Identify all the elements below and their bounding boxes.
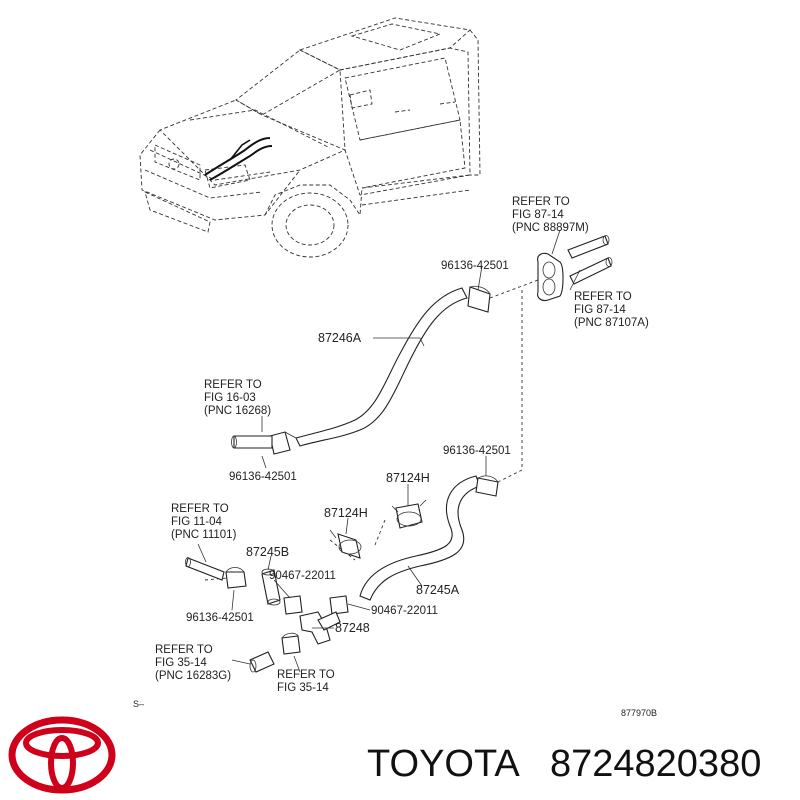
label-valve-upper: 87124H (386, 471, 430, 485)
callout-line-2: FIG 87-14 (574, 304, 626, 316)
callout-line-3: (PNC 16283G) (155, 670, 231, 682)
label-clamp-bottom: 96136-42501 (186, 612, 254, 624)
callout-line-2: FIG 16-03 (204, 392, 256, 404)
callout-refer-35-14: REFER TO FIG 35-14 (277, 669, 335, 694)
engine-bay-hoses (204, 137, 273, 181)
callout-line-1: REFER TO (512, 196, 570, 208)
clip-90467-right (329, 595, 371, 615)
callout-refer-87107a: REFER TO FIG 87-14 (PNC 87107A) (574, 291, 649, 329)
hose-87246a (231, 285, 491, 455)
hose-87245a (359, 475, 499, 601)
callout-line-3: (PNC 88897M) (512, 222, 589, 234)
heater-core-connector (537, 229, 613, 302)
callout-line-1: REFER TO (574, 291, 632, 303)
leader-lines (197, 265, 487, 673)
label-clamp-left: 96136-42501 (229, 471, 297, 483)
label-valve-lower: 87124H (324, 506, 368, 520)
label-clip-right: 90467-22011 (371, 605, 438, 617)
stub-hose-bottom (249, 651, 275, 673)
callout-line-3: (PNC 16268) (204, 405, 271, 417)
toyota-logo-icon (8, 716, 116, 794)
clamp-bottom (281, 632, 301, 655)
clamp-left-lower (185, 557, 247, 589)
callout-line-1: REFER TO (171, 503, 229, 515)
label-hose-87245b: 87245B (246, 545, 289, 559)
callout-line-2: FIG 11-04 (171, 516, 223, 528)
drawing-number: 877970B (621, 708, 657, 718)
clip-90467-left (283, 595, 303, 615)
callout-line-1: REFER TO (204, 379, 262, 391)
callout-line-2: FIG 35-14 (155, 657, 207, 669)
label-clamp-mid: 96136-42501 (443, 445, 511, 457)
label-clamp-top: 96136-42501 (441, 260, 509, 272)
label-clip-left: 90467-22011 (269, 570, 336, 582)
callout-refer-11101: REFER TO FIG 11-04 (PNC 11101) (171, 503, 237, 541)
callout-line-3: (PNC 11101) (171, 529, 237, 541)
callout-refer-16283g: REFER TO FIG 35-14 (PNC 16283G) (155, 644, 231, 682)
callout-line-1: REFER TO (277, 669, 335, 681)
callout-line-3: (PNC 87107A) (574, 317, 649, 329)
label-hose-87245a: 87245A (416, 583, 460, 597)
callout-line-1: REFER TO (155, 644, 213, 656)
label-hose-87246a: 87246A (318, 331, 362, 345)
water-valve-lower (329, 529, 362, 559)
brand-name: TOYOTA (367, 743, 520, 785)
part-number: 8724820380 (550, 743, 761, 785)
callout-refer-88897m: REFER TO FIG 87-14 (PNC 88897M) (512, 196, 589, 234)
assembly-dash-lines (204, 279, 539, 581)
section-mark: S– (133, 699, 144, 709)
label-joint-87248: 87248 (335, 621, 370, 635)
callout-line-2: FIG 87-14 (512, 209, 564, 221)
callout-refer-16268: REFER TO FIG 16-03 (PNC 16268) (204, 379, 271, 417)
water-valve-upper (391, 499, 427, 529)
vehicle-outline (139, 17, 481, 258)
callout-line-2: FIG 35-14 (277, 682, 329, 694)
